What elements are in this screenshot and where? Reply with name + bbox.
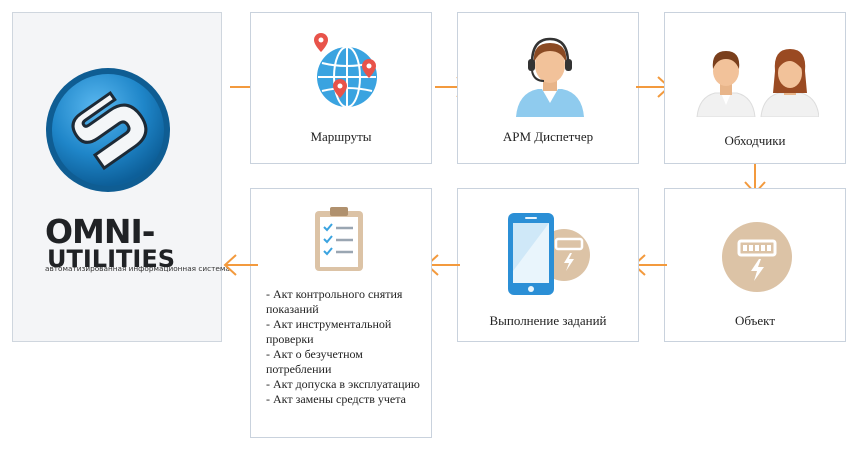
arrow-left-icon: [223, 254, 258, 276]
list-item: - Акт допуска в эксплуатацию: [266, 377, 420, 391]
step-object: Объект: [664, 188, 846, 342]
step-label: Обходчики: [724, 133, 786, 148]
brand-line2: UTILITIES: [47, 245, 175, 273]
mobile-phone-meter-icon: [508, 213, 590, 295]
list-item: - Акт инструментальной проверки: [266, 317, 392, 346]
list-item: - Акт контрольного снятия показаний: [266, 287, 403, 316]
step-inspectors: Обходчики: [664, 12, 846, 164]
dispatcher-headset-icon: [516, 37, 584, 117]
list-item: - Акт замены средств учета: [266, 392, 406, 406]
inspectors-icon: [696, 49, 819, 117]
brand-line1: OMNI-: [45, 212, 156, 251]
step-label: АРМ Диспетчер: [502, 129, 594, 144]
step-task-execution: Выполнение заданий: [457, 188, 639, 342]
electric-meter-icon: [722, 222, 792, 292]
brand-name: OMNI- UTILITIES: [45, 212, 175, 273]
logo-panel: OMNI- UTILITIES автоматизированная инфор…: [12, 12, 230, 342]
globe-pins-icon: [314, 33, 377, 108]
step-label: Объект: [735, 313, 775, 328]
step-label: Маршруты: [310, 129, 372, 144]
omni-utilities-logo-icon: [46, 68, 170, 192]
brand-subtitle: автоматизированная информационная систем…: [45, 264, 230, 273]
step-label: Выполнение заданий: [489, 313, 607, 328]
step-dispatcher: АРМ Диспетчер: [457, 12, 639, 164]
step-routes: Маршруты: [250, 12, 432, 164]
list-item: - Акт о безучетном потреблении: [266, 347, 363, 376]
documents-list: - Акт контрольного снятия показаний - Ак…: [266, 287, 426, 407]
checklist-clipboard-icon: [315, 207, 363, 271]
step-documents: - Акт контрольного снятия показаний - Ак…: [250, 188, 432, 438]
